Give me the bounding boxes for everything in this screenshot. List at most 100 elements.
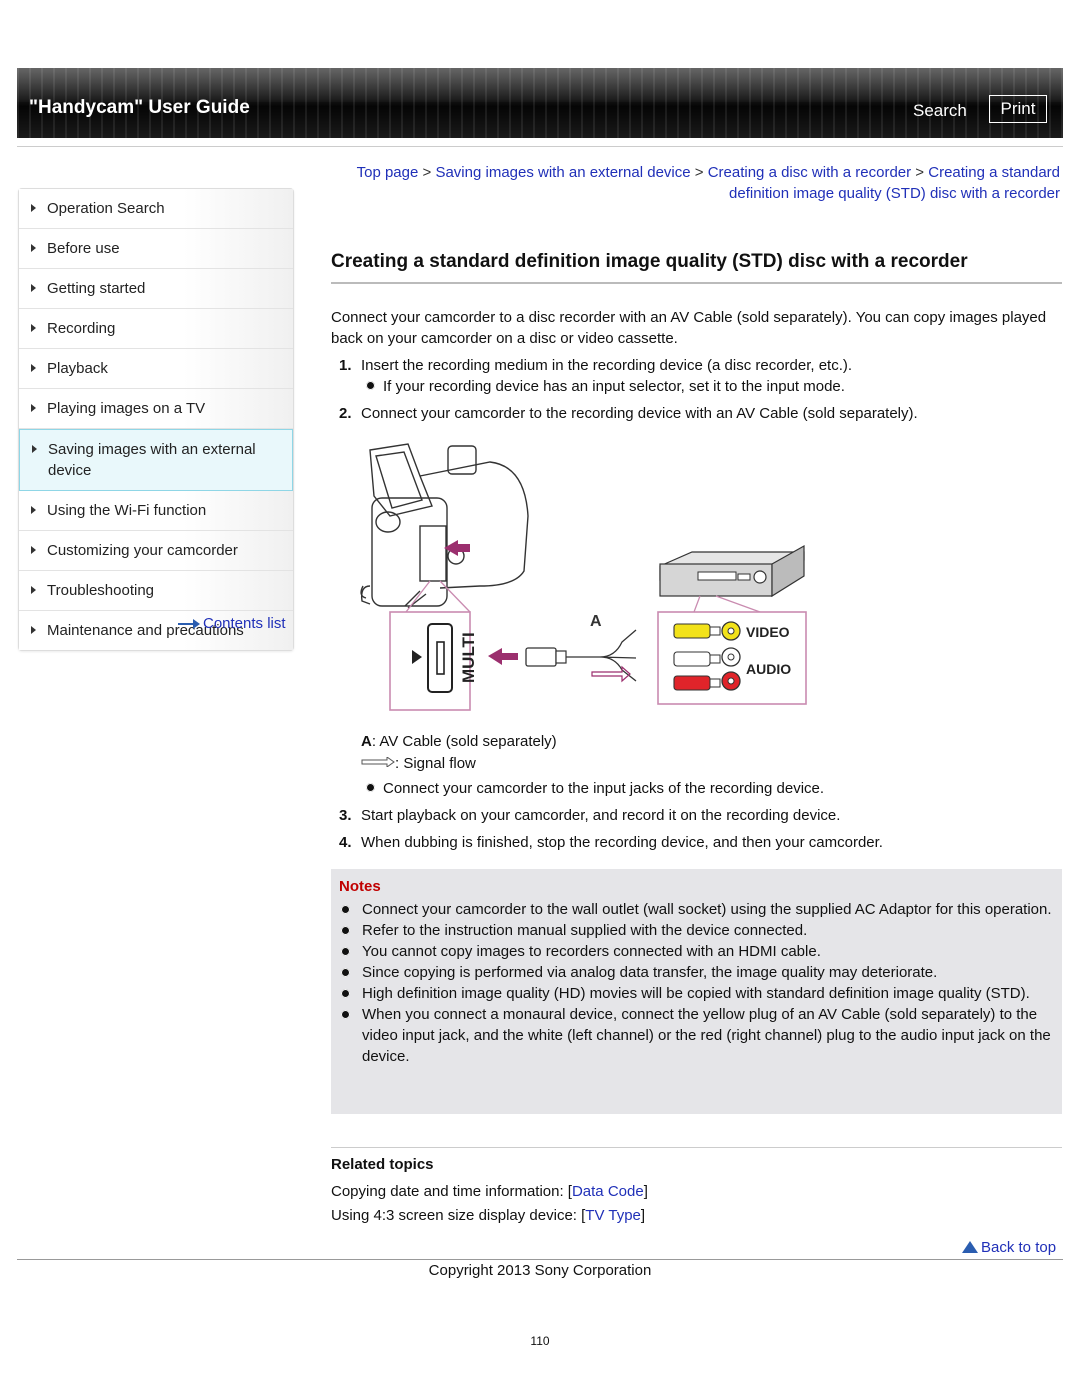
contents-list-link[interactable]: Contents list <box>178 615 286 632</box>
related-item-tv-type: Using 4:3 screen size display device: [T… <box>331 1207 646 1224</box>
triangle-right-icon <box>31 506 36 514</box>
red-plug <box>673 675 711 691</box>
arrow-up-icon <box>962 1241 978 1253</box>
bullet-icon <box>341 1010 350 1019</box>
intro-paragraph: Connect your camcorder to a disc recorde… <box>331 309 1047 347</box>
triangle-right-icon <box>31 404 36 412</box>
step-3: 3.Start playback on your camcorder, and … <box>339 807 841 824</box>
related-item-data-code: Copying date and time information: [Data… <box>331 1183 648 1200</box>
sidebar-item-label: Recording <box>47 320 116 337</box>
sidebar-item-playing-on-tv[interactable]: Playing images on a TV <box>19 389 293 429</box>
bullet-icon <box>366 381 375 390</box>
sidebar-item-recording[interactable]: Recording <box>19 309 293 349</box>
signal-flow-arrow-icon <box>361 756 395 768</box>
back-to-top-link[interactable]: Back to top <box>962 1239 1056 1256</box>
triangle-right-icon <box>31 284 36 292</box>
bullet-icon <box>341 905 350 914</box>
notes-box: Notes Connect your camcorder to the wall… <box>331 869 1062 1114</box>
sidebar-item-label: Before use <box>47 240 120 257</box>
guide-title: "Handycam" User Guide <box>29 97 250 118</box>
insertion-arrow-icon <box>444 540 470 556</box>
audio-label: AUDIO <box>746 661 791 677</box>
bullet-icon <box>341 947 350 956</box>
video-label: VIDEO <box>746 624 790 640</box>
title-divider <box>331 282 1062 284</box>
multi-port-callout <box>389 611 471 711</box>
sidebar-item-operation-search[interactable]: Operation Search <box>19 189 293 229</box>
play-triangle-icon <box>412 650 422 664</box>
copyright-text: Copyright 2013 Sony Corporation <box>428 1262 652 1279</box>
breadcrumb-saving-images[interactable]: Saving images with an external device <box>435 164 691 181</box>
step-4: 4.When dubbing is finished, stop the rec… <box>339 834 883 851</box>
step-1: 1.Insert the recording medium in the rec… <box>339 357 853 374</box>
related-topics-heading: Related topics <box>331 1156 434 1173</box>
sidebar-item-label: Using the Wi-Fi function <box>47 502 207 519</box>
bullet-icon <box>341 968 350 977</box>
footer-divider <box>17 1259 1063 1260</box>
bullet-icon <box>341 989 350 998</box>
multi-port-label: MULTI <box>459 632 478 683</box>
triangle-right-icon <box>31 586 36 594</box>
camcorder-illustration <box>360 443 529 609</box>
notes-heading: Notes <box>339 878 381 895</box>
cable-label-a: A <box>590 613 602 630</box>
header-bar: "Handycam" User Guide Search Print <box>17 68 1063 138</box>
step-2: 2.Connect your camcorder to the recordin… <box>339 405 918 422</box>
note-item: Since copying is performed via analog da… <box>339 962 1057 983</box>
sidebar-item-wifi[interactable]: Using the Wi-Fi function <box>19 491 293 531</box>
legend-av-cable: A: AV Cable (sold separately) <box>361 733 557 750</box>
triangle-right-icon <box>31 364 36 372</box>
breadcrumb-current-page[interactable]: Creating a standard definition image qua… <box>729 164 1060 202</box>
note-item: When you connect a monaural device, conn… <box>339 1004 1057 1067</box>
sidebar-item-maintenance[interactable]: Maintenance and precautions <box>19 611 293 650</box>
triangle-right-icon <box>32 445 37 453</box>
connection-diagram: MULTI A VIDEO AUDIO <box>360 443 807 711</box>
header-background <box>17 68 1063 138</box>
sidebar-item-playback[interactable]: Playback <box>19 349 293 389</box>
search-button[interactable]: Search <box>913 101 967 120</box>
data-code-link[interactable]: Data Code <box>571 1183 644 1200</box>
av-cable-plug <box>525 647 557 667</box>
tv-type-link[interactable]: TV Type <box>585 1207 641 1224</box>
sidebar-item-label: Operation Search <box>47 200 165 217</box>
step-1-bullet: If your recording device has an input se… <box>366 376 845 397</box>
breadcrumb: Top page > Saving images with an externa… <box>356 164 1060 202</box>
signal-flow-arrow-icon <box>591 665 631 683</box>
sidebar-item-label: Playing images on a TV <box>47 400 206 417</box>
sidebar-item-before-use[interactable]: Before use <box>19 229 293 269</box>
sidebar-item-customizing[interactable]: Customizing your camcorder <box>19 531 293 571</box>
bullet-icon <box>341 926 350 935</box>
related-divider <box>331 1147 1062 1148</box>
sidebar-item-troubleshooting[interactable]: Troubleshooting <box>19 571 293 611</box>
sidebar-item-label: Getting started <box>47 280 146 297</box>
sidebar-nav: Operation Search Before use Getting star… <box>18 188 294 651</box>
note-item: You cannot copy images to recorders conn… <box>339 941 1057 962</box>
bullet-icon <box>366 783 375 792</box>
triangle-right-icon <box>31 626 36 634</box>
legend-signal-flow: : Signal flow <box>361 753 476 774</box>
page-title: Creating a standard definition image qua… <box>331 251 968 272</box>
print-button[interactable]: Print <box>989 95 1047 123</box>
sidebar-item-label: Playback <box>47 360 108 377</box>
header-divider <box>17 146 1063 147</box>
triangle-right-icon <box>31 546 36 554</box>
note-item: Connect your camcorder to the wall outle… <box>339 899 1057 920</box>
breadcrumb-top-page[interactable]: Top page <box>356 164 419 181</box>
notes-list: Connect your camcorder to the wall outle… <box>339 899 1057 1067</box>
sidebar-item-saving-images[interactable]: Saving images with an external device <box>19 429 293 491</box>
triangle-right-icon <box>31 324 36 332</box>
white-plug <box>673 651 711 667</box>
connect-arrow-icon <box>488 648 518 665</box>
triangle-right-icon <box>31 244 36 252</box>
triangle-right-icon <box>31 204 36 212</box>
sidebar-item-label: Customizing your camcorder <box>47 542 238 559</box>
note-item: High definition image quality (HD) movie… <box>339 983 1057 1004</box>
note-item: Refer to the instruction manual supplied… <box>339 920 1057 941</box>
sidebar-item-label: Saving images with an external device <box>48 441 256 479</box>
arrow-right-icon <box>178 619 200 630</box>
sidebar-item-getting-started[interactable]: Getting started <box>19 269 293 309</box>
breadcrumb-creating-disc[interactable]: Creating a disc with a recorder <box>707 164 912 181</box>
sidebar-item-label: Troubleshooting <box>47 582 155 599</box>
page-number: 110 <box>530 1334 550 1348</box>
yellow-plug <box>673 623 711 639</box>
